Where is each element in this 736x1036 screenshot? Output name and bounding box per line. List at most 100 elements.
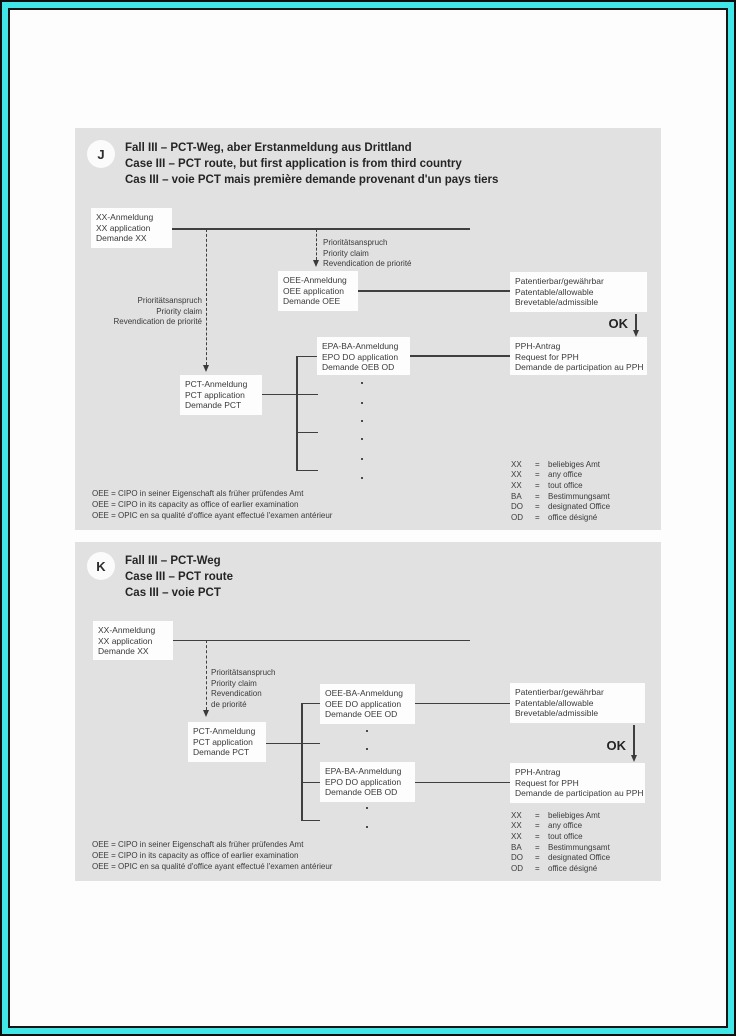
priority-claim-label-right: Prioritätsanspruch Priority claim Revend…: [323, 238, 412, 270]
case-k-badge-letter: K: [96, 558, 106, 574]
xx-application-box: XX-Anmeldung XX application Demande XX: [91, 208, 172, 248]
ellipsis-dot: [366, 730, 368, 732]
box-line-de: XX-Anmeldung: [96, 212, 154, 222]
box-line-fr: Demande XX: [98, 646, 149, 656]
patentable-box: Patentierbar/gewährbar Patentable/allowa…: [510, 683, 645, 723]
timeline-connector: [173, 639, 470, 641]
ellipsis-dot: [361, 420, 363, 422]
epo-do-application-box: EPA-BA-Anmeldung EPO DO application Dema…: [317, 337, 410, 375]
xx-abbreviation-legend: XX=beliebiges Amt XX=any office XX=tout …: [511, 811, 600, 842]
box-line-en: PCT application: [185, 389, 245, 400]
label-line: Prioritätsanspruch: [323, 238, 388, 247]
legend-row: XX=beliebiges Amt: [511, 811, 601, 820]
case-j-title-en: Case III – PCT route, but first applicat…: [125, 158, 462, 170]
legend-line-fr: OEE = OPIC en sa qualité d'office ayant …: [92, 510, 333, 520]
label-line: Priority claim: [211, 678, 257, 688]
legend-row: XX=beliebiges Amt: [511, 460, 601, 469]
arrowhead-down-icon: [632, 330, 639, 337]
box-line-de: PCT-Anmeldung: [193, 726, 256, 736]
oee-to-patentable-connector: [415, 702, 510, 704]
priority-claim-label-left: Prioritätsanspruch Priority claim Revend…: [100, 296, 203, 328]
oee-legend: OEE = CIPO in seiner Eigenschaft als frü…: [92, 489, 332, 521]
legend-row: OD=office désigné: [511, 512, 598, 522]
box-line-en: Patentable/allowable: [515, 286, 594, 297]
legend-line-de: OEE = CIPO in seiner Eigenschaft als frü…: [92, 840, 304, 849]
case-k-title-en: Case III – PCT route: [125, 571, 234, 583]
epo-to-pph-connector: [415, 781, 510, 783]
ellipsis-dot: [366, 826, 368, 828]
pph-request-box: PPH-Antrag Request for PPH Demande de pa…: [510, 337, 647, 375]
legend-row: DO=designated Office: [511, 502, 611, 512]
box-line-de: XX-Anmeldung: [98, 625, 156, 635]
fork-branch: [301, 702, 320, 704]
box-line-de: Patentierbar/gewährbar: [515, 687, 604, 697]
ellipsis-dot: [361, 382, 363, 384]
ellipsis-dot: [366, 748, 368, 750]
ellipsis-dot: [366, 807, 368, 809]
arrowhead-down-icon: [312, 260, 319, 267]
patentable-box: Patentierbar/gewährbar Patentable/allowa…: [510, 272, 647, 312]
label-line: Prioritätsanspruch: [137, 296, 202, 305]
box-line-en: Request for PPH: [515, 351, 579, 362]
ellipsis-dot: [361, 402, 363, 404]
case-k-title: Fall III – PCT-Weg Case III – PCT route …: [125, 553, 233, 601]
case-j-badge: J: [87, 140, 115, 168]
panel-case-j: J Fall III – PCT-Weg, aber Erstanmeldung…: [75, 128, 661, 530]
panel-case-k: K Fall III – PCT-Weg Case III – PCT rout…: [75, 542, 661, 881]
pct-application-box: PCT-Anmeldung PCT application Demande PC…: [180, 375, 262, 415]
case-k-title-de: Fall III – PCT-Weg: [125, 555, 221, 567]
label-line: Priority claim: [156, 306, 202, 316]
legend-row: OD=office désigné: [511, 863, 598, 873]
pct-to-fork-connector: [262, 393, 318, 395]
ba-abbreviation-legend: BA=Bestimmungsamt DO=designated Office O…: [511, 843, 610, 874]
legend-row: DO=designated Office: [511, 853, 611, 863]
label-line: Revendication de priorité: [113, 317, 203, 326]
ok-label: OK: [608, 316, 629, 331]
legend-line-fr: OEE = OPIC en sa qualité d'office ayant …: [92, 861, 333, 871]
fork-vertical-line: [301, 702, 303, 820]
box-line-fr: Brevetable/admissible: [515, 297, 599, 307]
priority-dashed-line: [315, 229, 317, 260]
ellipsis-dot: [361, 438, 363, 440]
ok-label: OK: [606, 738, 627, 753]
fork-branch: [296, 431, 318, 433]
box-line-fr: Demande PCT: [185, 400, 242, 410]
box-line-en: XX application: [98, 635, 153, 646]
legend-row: BA=Bestimmungsamt: [511, 492, 610, 501]
xx-abbreviation-legend: XX=beliebiges Amt XX=any office XX=tout …: [511, 460, 600, 491]
arrowhead-down-icon: [630, 755, 637, 762]
box-line-fr: Demande OEE: [283, 296, 341, 306]
legend-row: XX=tout office: [511, 831, 583, 841]
pct-to-fork-connector: [266, 742, 320, 744]
box-line-de: PPH-Antrag: [515, 767, 561, 777]
box-line-fr: Demande OEE OD: [325, 709, 398, 719]
epo-to-pph-connector: [410, 355, 510, 357]
fork-branch: [301, 819, 320, 821]
label-line: Revendication: [211, 689, 262, 698]
ok-arrow-line: [633, 725, 635, 755]
box-line-en: Request for PPH: [515, 777, 579, 788]
arrowhead-down-icon: [202, 710, 209, 717]
legend-row: XX=any office: [511, 821, 583, 831]
fork-branch: [301, 781, 320, 783]
box-line-de: Patentierbar/gewährbar: [515, 276, 604, 286]
box-line-en: EPO DO application: [322, 351, 399, 362]
oee-application-box: OEE-Anmeldung OEE application Demande OE…: [278, 271, 358, 311]
legend-row: XX=tout office: [511, 480, 583, 490]
oee-do-application-box: OEE-BA-Anmeldung OEE DO application Dema…: [320, 684, 415, 724]
pph-request-box: PPH-Antrag Request for PPH Demande de pa…: [510, 763, 645, 803]
box-line-fr: Demande PCT: [193, 747, 250, 757]
box-line-fr: Demande XX: [96, 233, 147, 243]
fork-branch: [296, 469, 318, 471]
label-line: Revendication de priorité: [323, 259, 412, 268]
box-line-de: PCT-Anmeldung: [185, 379, 248, 389]
box-line-de: EPA-BA-Anmeldung: [322, 341, 399, 351]
legend-line-en: OEE = CIPO in its capacity as office of …: [92, 499, 299, 509]
ba-abbreviation-legend: BA=Bestimmungsamt DO=designated Office O…: [511, 492, 610, 523]
label-line: Prioritätsanspruch: [211, 668, 276, 677]
box-line-de: PPH-Antrag: [515, 341, 561, 351]
case-k-title-fr: Cas III – voie PCT: [125, 587, 221, 599]
epo-do-application-box: EPA-BA-Anmeldung EPO DO application Dema…: [320, 762, 415, 802]
oee-legend: OEE = CIPO in seiner Eigenschaft als frü…: [92, 840, 332, 872]
